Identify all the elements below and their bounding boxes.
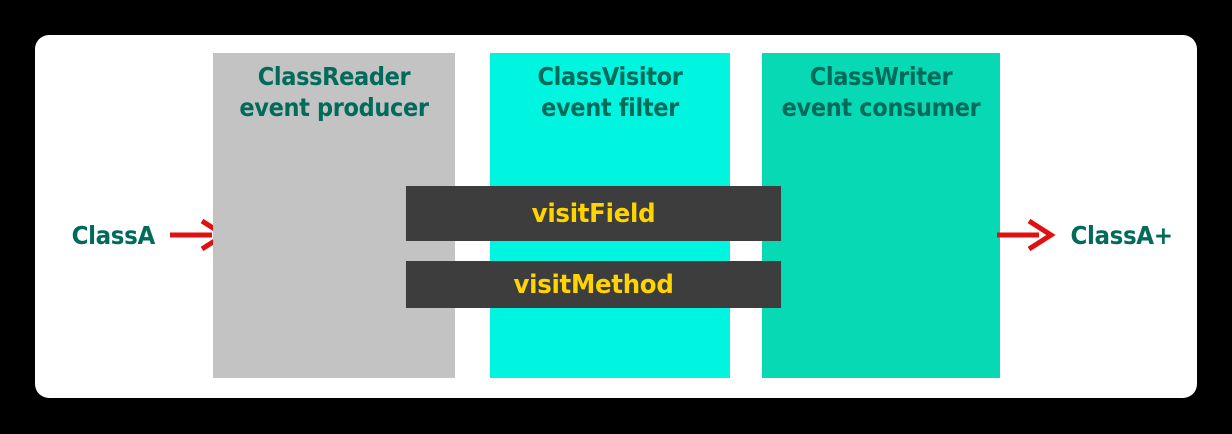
diagram-card: ClassA ClassReader event producer ClassV… [35,35,1197,398]
input-label: ClassA [71,221,156,250]
method-bar-visit-method: visitMethod [405,261,782,308]
column-class-writer-label: ClassWriter event consumer [781,62,981,122]
column-class-writer: ClassWriter event consumer [762,53,1000,378]
column-class-visitor-label: ClassVisitor event filter [537,62,683,122]
output-label: ClassA+ [1070,221,1173,250]
column-class-reader-label: ClassReader event producer [239,62,429,122]
method-bar-visit-field: visitField [405,186,782,241]
arrow-right-icon [995,216,1059,254]
